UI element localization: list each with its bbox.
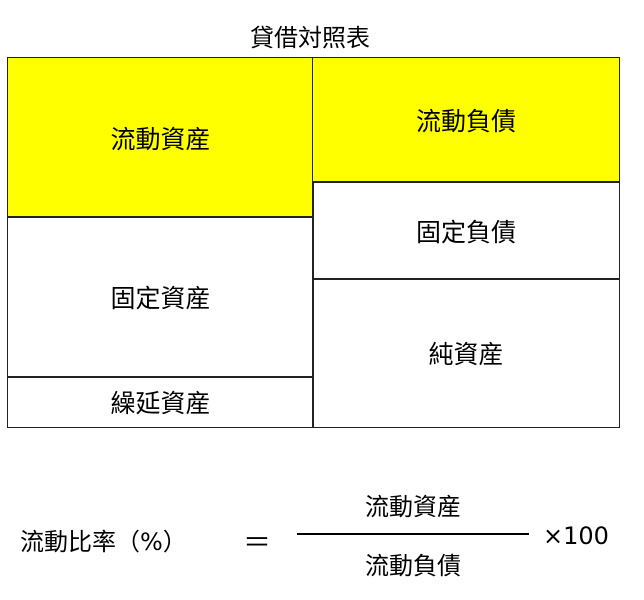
current-assets-label: 流動資産 [110,124,211,154]
fixed-liabilities-cell: 固定負債 [312,181,620,280]
diagram-title: 貸借対照表 [250,24,370,52]
fixed-assets-cell: 固定資産 [7,216,314,378]
fixed-liabilities-label: 固定負債 [415,217,516,247]
fixed-assets-label: 固定資産 [110,284,211,313]
current-assets-cell: 流動資産 [7,57,314,218]
deferred-assets-label: 繰延資産 [110,389,211,418]
formula-label: 流動比率（%） [20,528,187,556]
fraction-line [297,533,529,535]
equals-sign: ＝ [243,526,272,559]
numerator: 流動資産 [365,493,461,521]
multiplier: ×100 [543,522,609,550]
deferred-assets-cell: 繰延資産 [7,376,314,428]
net-assets-cell: 純資産 [312,278,620,428]
current-liabilities-label: 流動負債 [415,107,516,136]
current-liabilities-cell: 流動負債 [312,57,620,183]
denominator: 流動負債 [365,552,461,580]
net-assets-label: 純資産 [428,340,504,369]
